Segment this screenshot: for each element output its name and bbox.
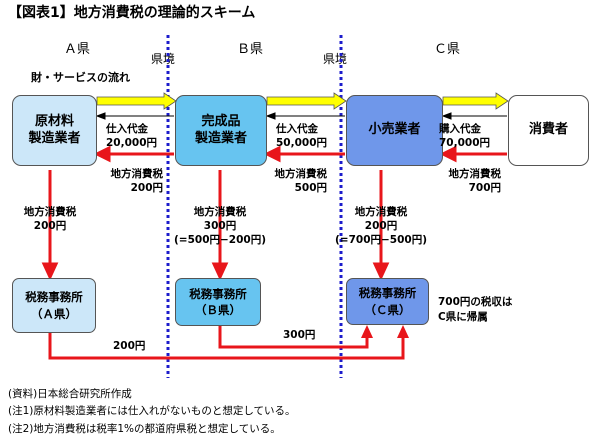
raw-box-line1: 原材料 — [34, 114, 74, 130]
goods-flow-label: 財・サービスの流れ — [31, 71, 130, 84]
source-note: (資料)日本総合研究所作成 — [8, 388, 132, 400]
payment-label-1: 仕入代金 20,000円 — [106, 123, 158, 150]
tax-passing-label-3: 地方消費税 700円 — [448, 168, 502, 195]
transfer-label-b: 300円 — [283, 329, 316, 341]
goods-arrow-3 — [442, 92, 509, 110]
prefecture-c-label: Ｃ県 — [434, 42, 461, 57]
tax-office-a: 税務事務所 （Ａ県） — [12, 278, 96, 333]
finished-goods-manufacturer-box: 完成品 製造業者 — [175, 95, 267, 166]
revenue-attribution-note: 700円の税収は C県に帰属 — [438, 296, 513, 324]
tax-passing-label-2: 地方消費税 500円 — [274, 168, 328, 195]
goods-arrow-2 — [266, 92, 347, 110]
payment-arrows — [95, 112, 507, 120]
tax-passing-label-1: 地方消費税 200円 — [110, 168, 164, 195]
tax-paid-label-a: 地方消費税 200円 — [23, 206, 77, 233]
transfer-arrows — [48, 326, 405, 360]
page-title: 【図表1】地方消費税の理論的スキーム — [8, 5, 256, 21]
retailer-box-label: 小売業者 — [368, 122, 421, 138]
payment-label-3: 購入代金 70,000円 — [439, 123, 491, 150]
prefecture-a-label: Ａ県 — [64, 42, 91, 57]
consumer-box-label: 消費者 — [528, 122, 568, 138]
tax-office-c: 税務事務所 （Ｃ県） — [346, 278, 429, 325]
tax-office-b: 税務事務所 （Ｂ県） — [175, 278, 261, 326]
goods-arrow-1 — [96, 92, 177, 110]
tax-paid-label-b: 地方消費税 300円 (=500円−200円) — [173, 206, 267, 247]
finished-box-line2: 製造業者 — [194, 130, 247, 146]
tax-paid-label-c: 地方消費税 200円 (=700円−500円) — [334, 206, 428, 247]
tax-payment-arrows — [41, 170, 390, 281]
finished-box-line1: 完成品 — [201, 114, 241, 130]
raw-box-line2: 製造業者 — [28, 130, 81, 146]
retailer-box: 小売業者 — [346, 95, 443, 166]
tax-passing-arrows — [93, 145, 507, 163]
footnote-1: (注1)原材料製造業者には仕入れがないものと想定している。 — [8, 405, 296, 417]
consumer-box: 消費者 — [508, 95, 589, 166]
payment-label-2: 仕入代金 50,000円 — [276, 123, 328, 150]
footnote-2: (注2)地方消費税は税率1%の都道府県税と想定している。 — [8, 423, 281, 435]
prefecture-b-label: Ｂ県 — [237, 42, 264, 57]
raw-material-manufacturer-box: 原材料 製造業者 — [12, 95, 97, 166]
goods-flow-arrows — [96, 92, 509, 110]
transfer-label-a: 200円 — [113, 340, 146, 352]
